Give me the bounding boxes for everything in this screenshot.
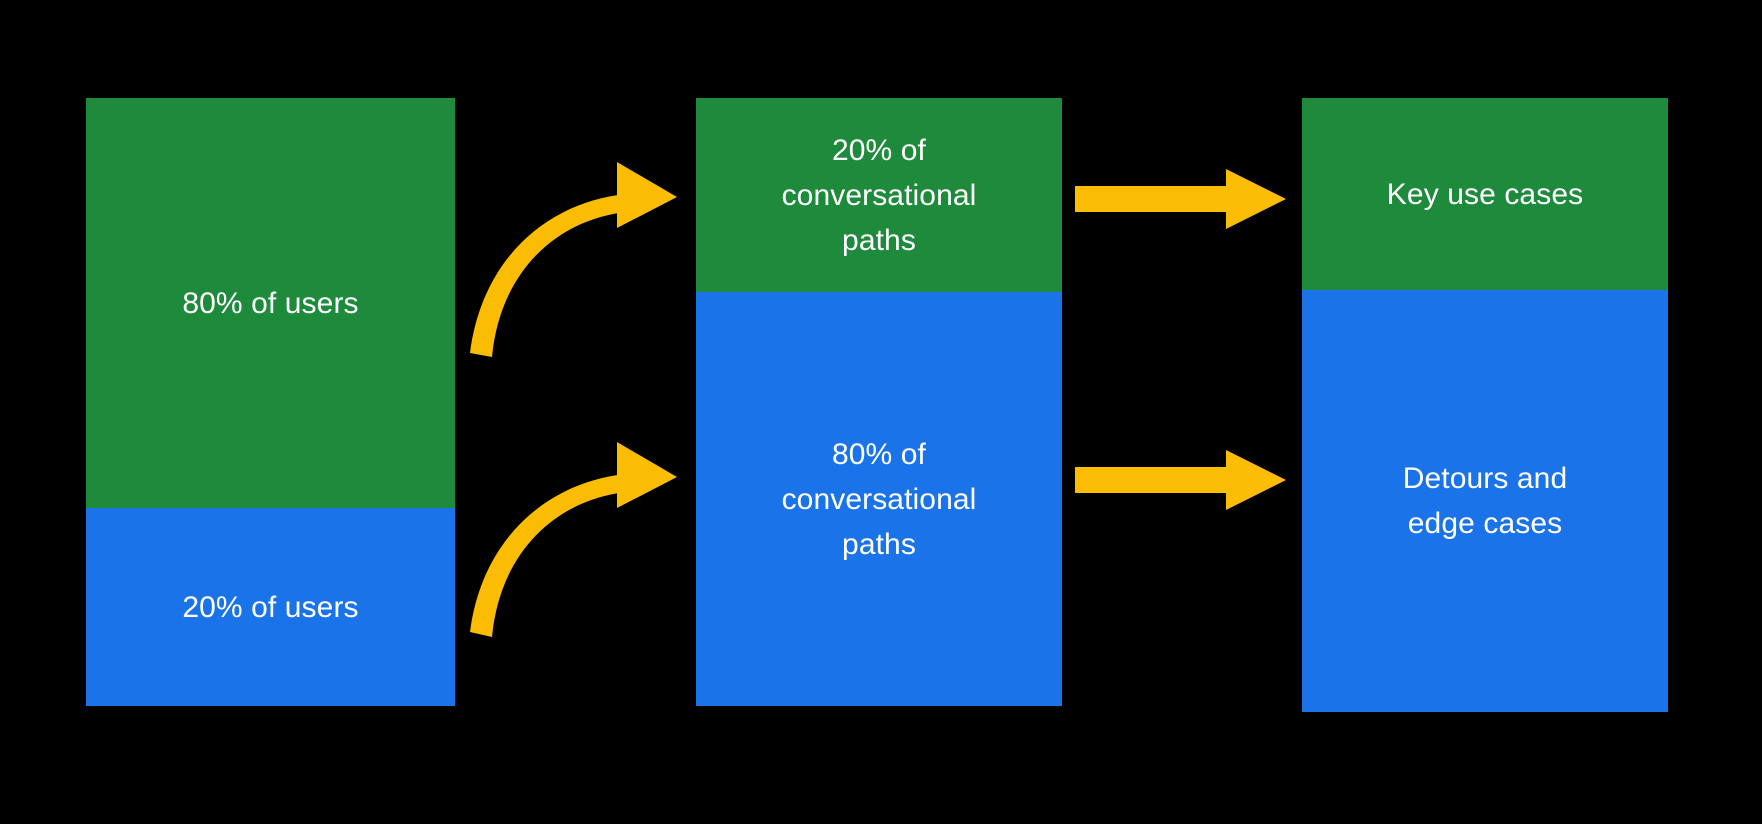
segment-paths-green-label: 20% of conversational paths: [781, 133, 977, 257]
segment-paths-green: 20% of conversational paths: [696, 98, 1062, 292]
column-users: 80% of users 20% of users: [86, 98, 455, 706]
segment-paths-blue: 80% of conversational paths: [696, 292, 1062, 706]
segment-users-green: 80% of users: [86, 98, 455, 508]
segment-users-blue-label: 20% of users: [182, 590, 359, 624]
segment-cases-blue: Detours and edge cases: [1302, 290, 1668, 712]
segment-users-blue: 20% of users: [86, 508, 455, 706]
curved-arrow-top-icon: [470, 162, 677, 357]
straight-arrow-top-icon: [1075, 169, 1286, 229]
column-conversational-paths: 20% of conversational paths 80% of conve…: [696, 98, 1062, 706]
segment-cases-blue-label: Detours and edge cases: [1402, 462, 1568, 540]
segment-users-green-label: 80% of users: [182, 286, 359, 320]
segment-paths-blue-label: 80% of conversational paths: [781, 437, 977, 561]
curved-arrow-bottom-icon: [470, 442, 677, 637]
segment-cases-green-label: Key use cases: [1386, 177, 1584, 211]
segment-cases-green: Key use cases: [1302, 98, 1668, 290]
straight-arrow-bottom-icon: [1075, 450, 1286, 510]
column-use-cases: Key use cases Detours and edge cases: [1302, 98, 1668, 712]
